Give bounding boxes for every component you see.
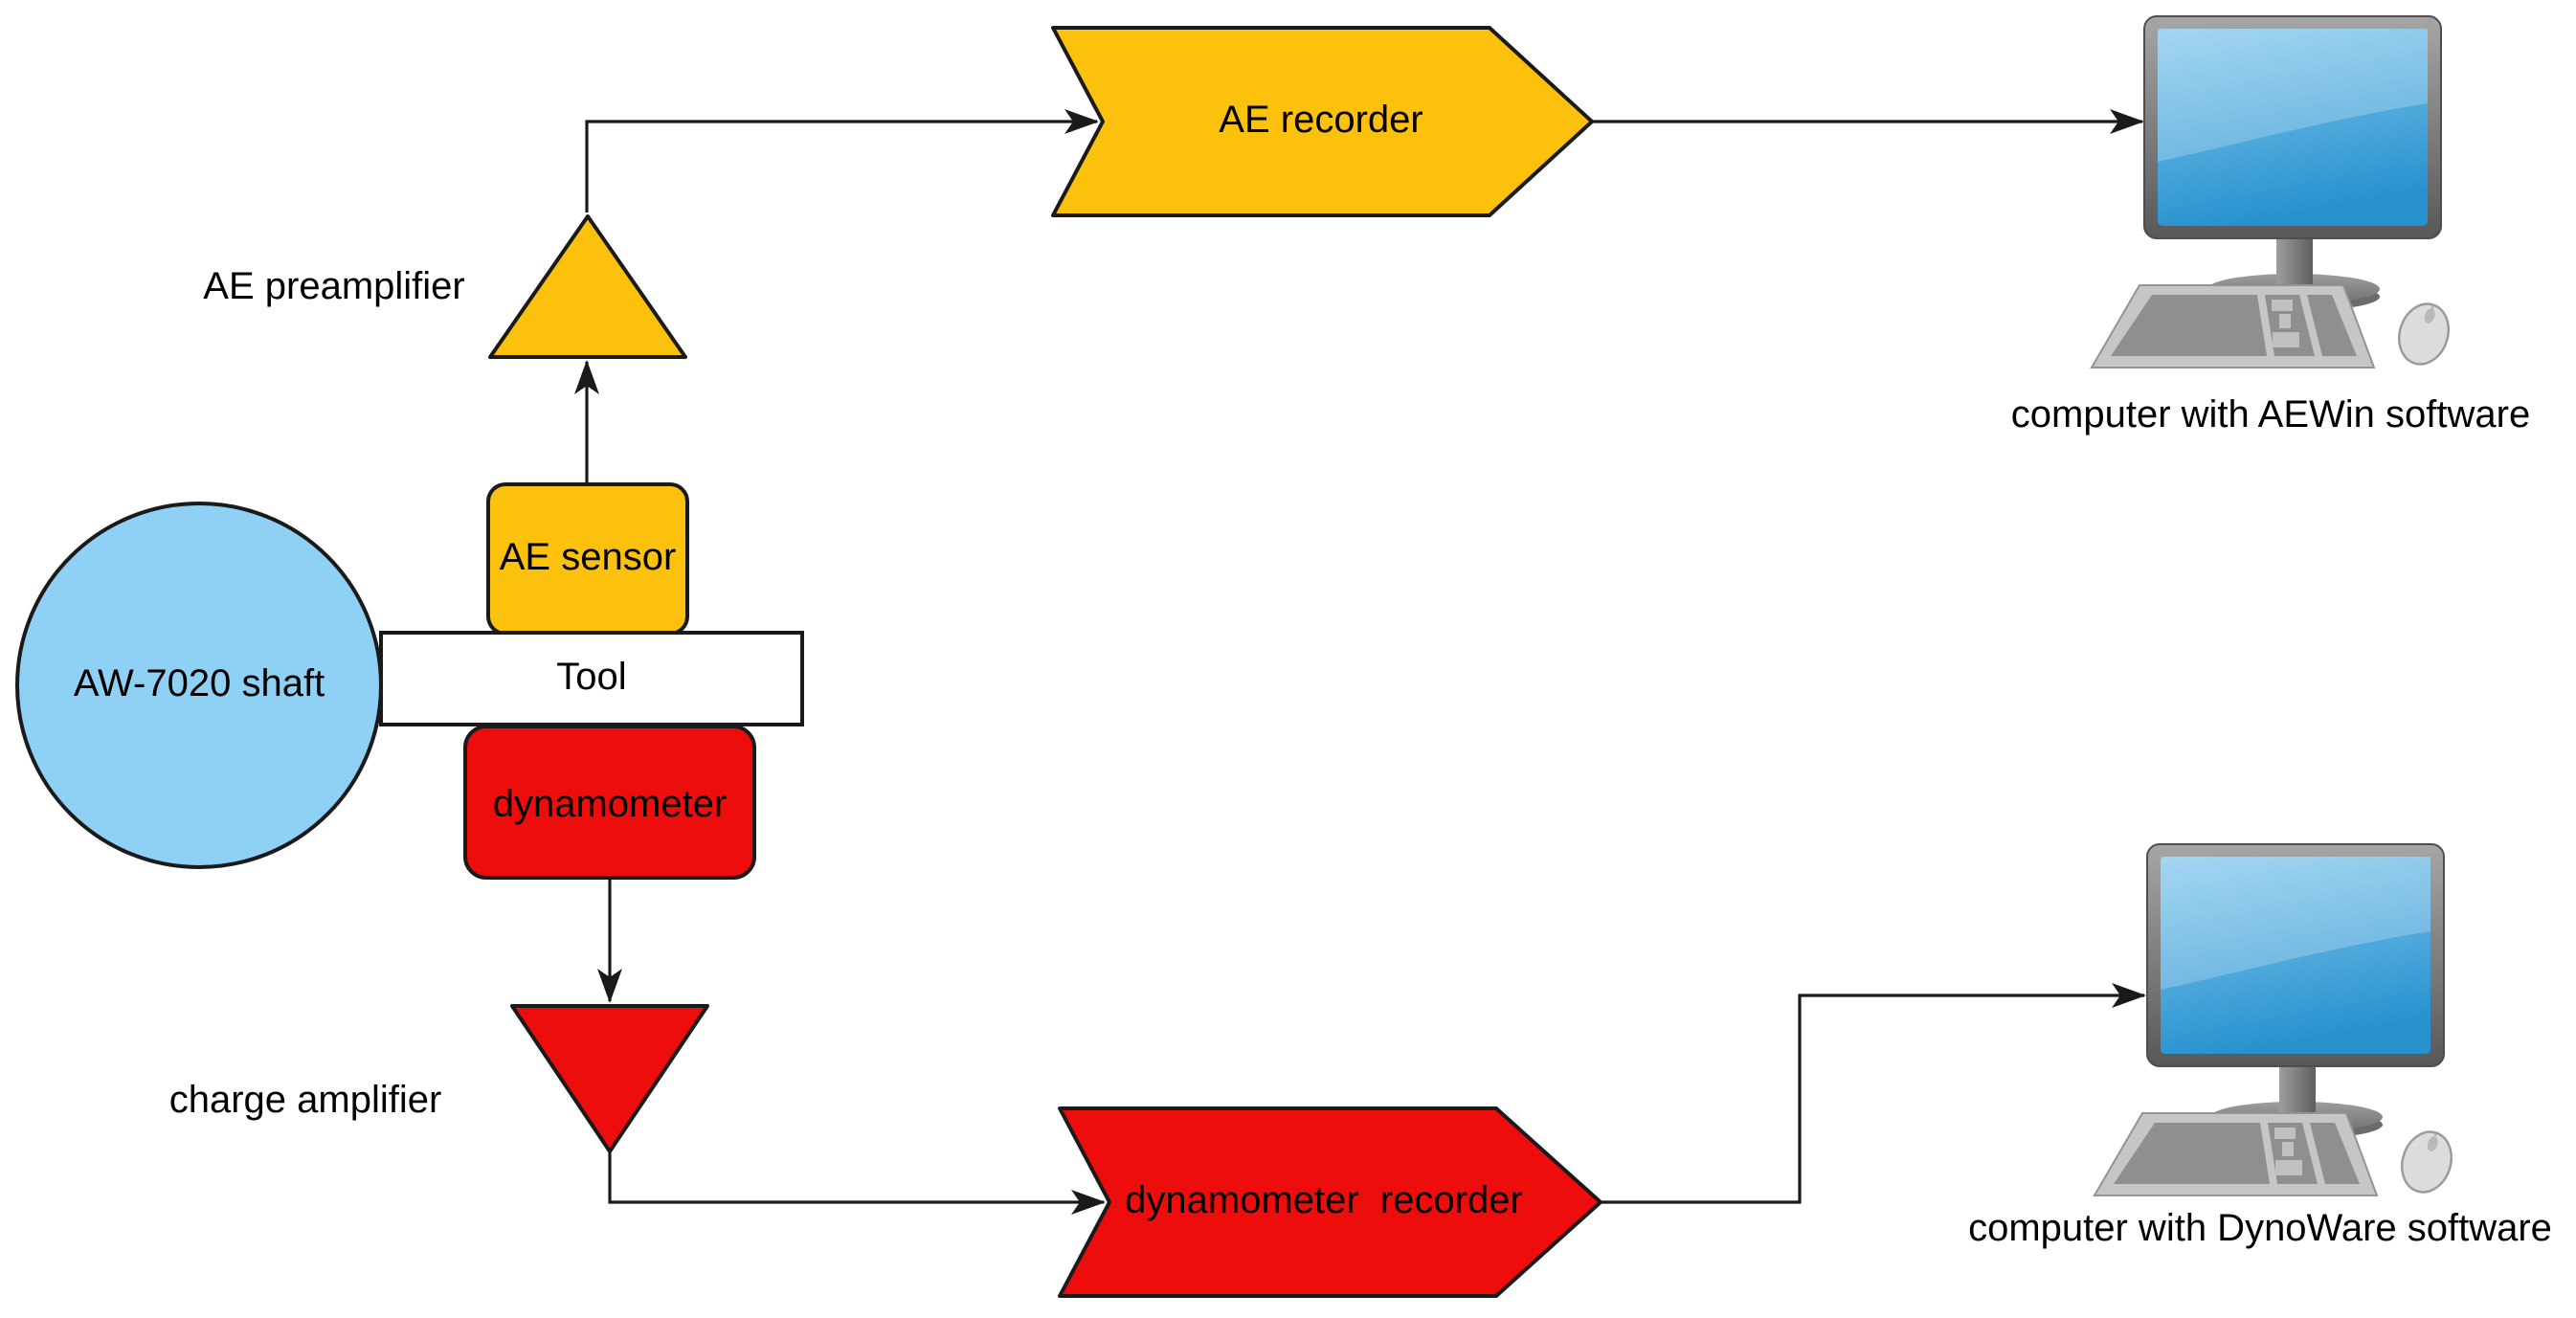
connector-dyn-recorder-to-computer bbox=[1601, 983, 2146, 1204]
tool-label: Tool bbox=[556, 656, 627, 698]
connector-charge-amplifier-to-dyn-recorder bbox=[608, 1150, 1106, 1215]
dynamometer-box bbox=[463, 725, 756, 880]
computer-aewin-label: computer with AEWin software bbox=[2010, 393, 2531, 436]
charge-amplifier-triangle bbox=[510, 1004, 709, 1153]
connector-preamplifier-to-ae-recorder bbox=[585, 109, 1099, 212]
dynamometer-label: dynamometer bbox=[492, 783, 728, 825]
shaft-label: AW-7020 shaft bbox=[73, 662, 325, 704]
tool-box bbox=[379, 631, 804, 726]
computer-dynoware-icon bbox=[2093, 842, 2460, 1200]
computer-dynoware-label: computer with DynoWare software bbox=[1968, 1207, 2552, 1249]
dynamometer-recorder-chevron bbox=[1058, 1106, 1602, 1298]
ae-preamplifier-label: AE preamplifier bbox=[203, 265, 465, 307]
ae-preamplifier-triangle bbox=[488, 214, 687, 359]
dynamometer-recorder-label: dynamometer recorder bbox=[1125, 1179, 1523, 1221]
ae-sensor-label: AE sensor bbox=[499, 536, 677, 578]
ae-recorder-label: AE recorder bbox=[1219, 99, 1423, 141]
ae-recorder-chevron bbox=[1051, 26, 1594, 217]
computer-aewin-icon bbox=[2090, 14, 2457, 372]
charge-amplifier-label: charge amplifier bbox=[168, 1079, 442, 1121]
